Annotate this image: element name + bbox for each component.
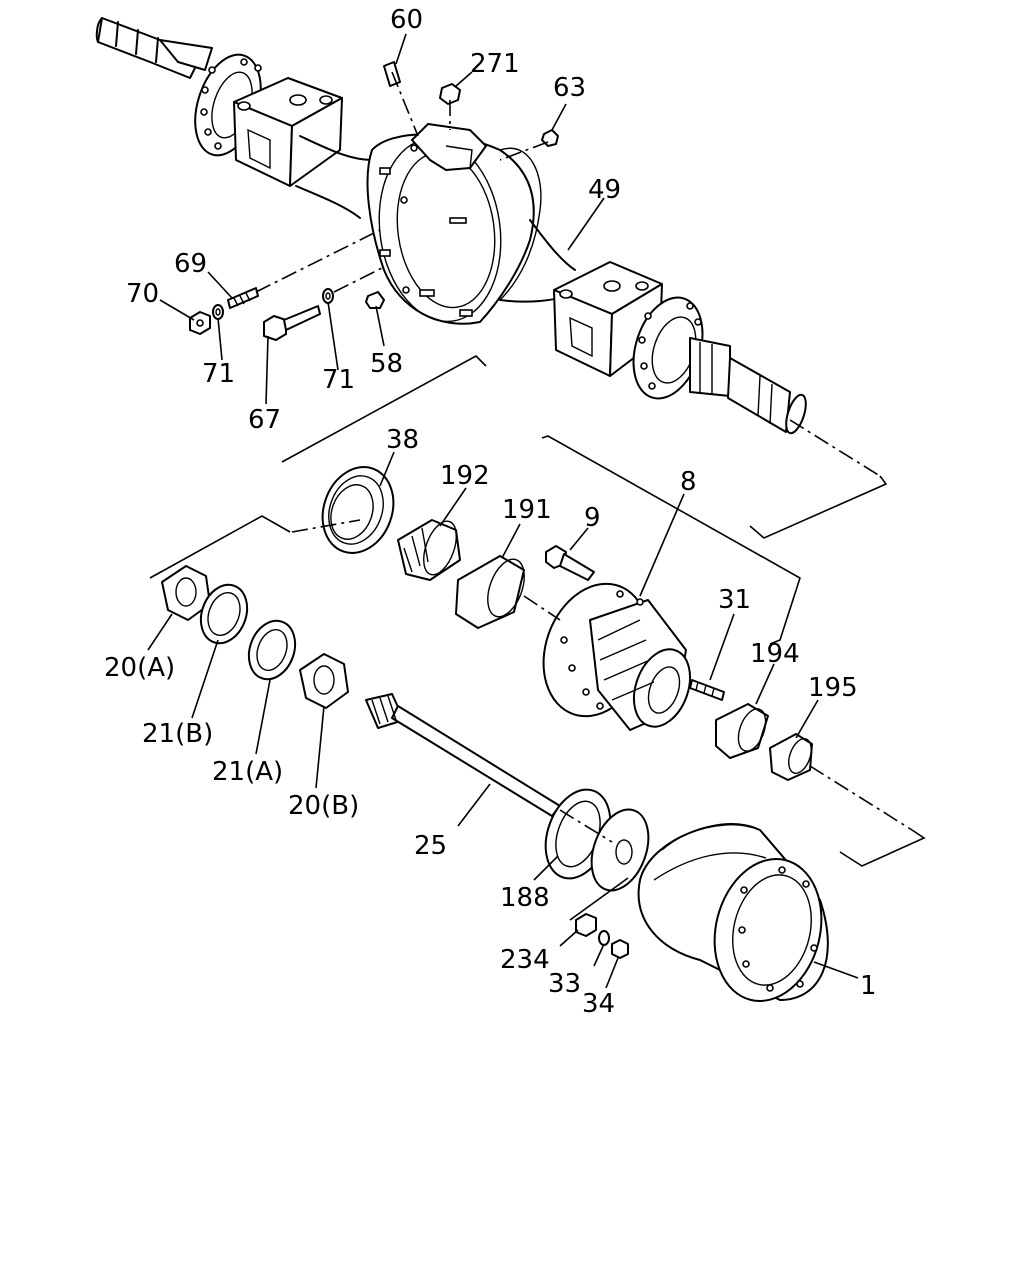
housing-hardware xyxy=(189,61,559,341)
leader-lines xyxy=(147,33,859,989)
label-188: 188 xyxy=(500,883,550,913)
label-9: 9 xyxy=(584,503,601,533)
part-9-hub-bolt xyxy=(545,545,595,581)
label-20b: 20(B) xyxy=(288,791,359,821)
flange-hardware xyxy=(575,913,629,959)
label-192: 192 xyxy=(440,461,490,491)
label-71-left: 71 xyxy=(202,359,235,389)
label-38: 38 xyxy=(386,425,419,455)
part-195-outer-cone xyxy=(769,733,813,781)
part-21b-lock-washer xyxy=(199,583,249,645)
left-flange-holes xyxy=(200,58,262,150)
label-70: 70 xyxy=(126,279,159,309)
part-21a-lock-washer xyxy=(247,619,297,681)
part-labels: 60 271 63 49 69 70 71 71 58 67 38 192 19… xyxy=(104,5,877,1019)
label-34: 34 xyxy=(582,989,615,1019)
part-192-inner-bearing xyxy=(397,519,461,581)
axle-housing xyxy=(95,17,807,435)
part-31-wheel-stud xyxy=(689,679,725,701)
label-58: 58 xyxy=(370,349,403,379)
label-20a: 20(A) xyxy=(104,653,175,683)
label-33: 33 xyxy=(548,969,581,999)
label-194: 194 xyxy=(750,639,800,669)
part-8-hub xyxy=(542,582,692,731)
part-194-outer-cup xyxy=(715,703,769,759)
part-20b-locknut xyxy=(299,653,349,709)
label-25: 25 xyxy=(414,831,447,861)
label-71-right: 71 xyxy=(322,365,355,395)
label-234: 234 xyxy=(500,945,550,975)
part-25-axle-shaft xyxy=(365,693,561,817)
label-8: 8 xyxy=(680,467,697,497)
label-195: 195 xyxy=(808,673,858,703)
label-63: 63 xyxy=(553,73,586,103)
label-1: 1 xyxy=(860,971,877,1001)
label-49: 49 xyxy=(588,175,621,205)
label-271: 271 xyxy=(470,49,520,79)
center-flange-studs xyxy=(379,144,473,317)
label-191: 191 xyxy=(502,495,552,525)
part-191-inner-cup xyxy=(455,555,525,629)
label-31: 31 xyxy=(718,585,751,615)
hub-flange-holes xyxy=(560,590,644,710)
label-21a: 21(A) xyxy=(212,757,283,787)
assembly-lines xyxy=(149,71,926,921)
part-38-oil-seal xyxy=(321,466,395,554)
part-1-brake-drum xyxy=(637,823,829,1002)
label-21b: 21(B) xyxy=(142,719,213,749)
label-60: 60 xyxy=(390,5,423,35)
drum-holes xyxy=(738,866,818,992)
label-67: 67 xyxy=(248,405,281,435)
shaft-flange xyxy=(590,808,650,892)
label-69: 69 xyxy=(174,249,207,279)
right-flange-holes xyxy=(638,302,702,390)
